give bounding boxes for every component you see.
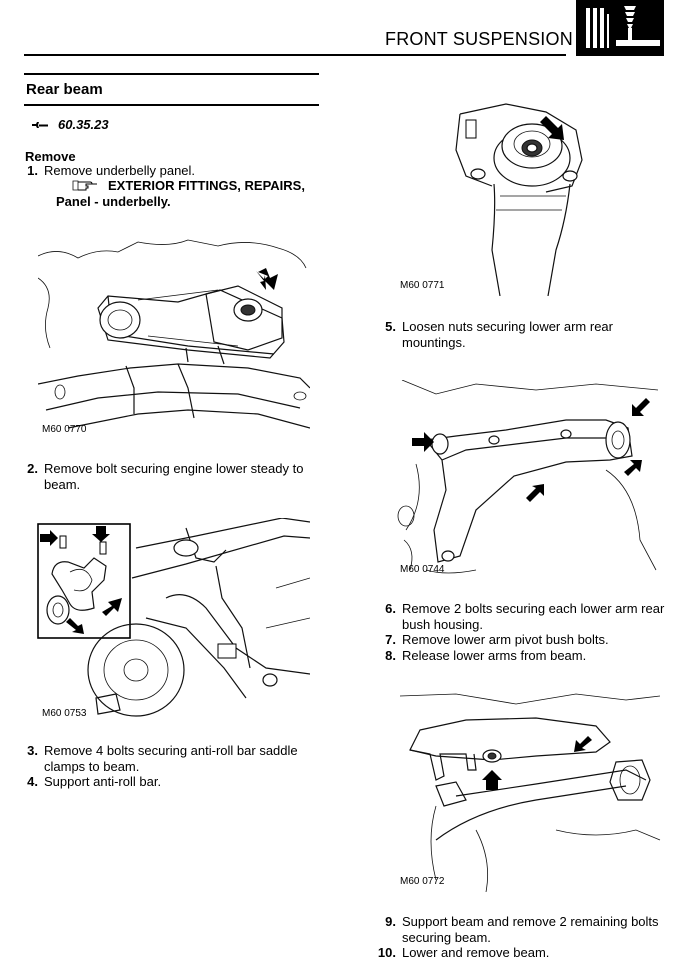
step-text: Support anti-roll bar. xyxy=(44,774,162,789)
step-text: Support beam and remove 2 remaining bolt… xyxy=(402,914,659,929)
header-rule xyxy=(24,54,566,56)
page-header-title: FRONT SUSPENSION xyxy=(385,29,573,49)
step-number: 4. xyxy=(27,774,38,789)
step-number: 8. xyxy=(385,648,396,663)
step-text: Remove bolt securing engine lower steady… xyxy=(44,461,304,476)
cross-reference-link-cont[interactable]: Panel - underbelly. xyxy=(56,194,171,209)
section-title: Rear beam xyxy=(26,81,103,98)
spanner-icon xyxy=(31,118,49,128)
step-number: 1. xyxy=(27,163,38,178)
step-text: Lower and remove beam. xyxy=(402,945,550,960)
section-rule-bottom xyxy=(24,104,319,106)
pointing-hand-icon xyxy=(72,179,98,192)
step-number: 6. xyxy=(385,601,396,616)
figure-anti-roll-bar-illustration: M60 0753 xyxy=(36,517,311,724)
step-number: 5. xyxy=(385,319,396,334)
figure-label: M60 0772 xyxy=(400,876,445,887)
step-text: Remove lower arm pivot bush bolts. xyxy=(402,632,609,647)
step-text: bush housing. xyxy=(402,617,483,632)
figure-lower-arm-illustration: M60 0744 xyxy=(396,379,664,580)
operation-code: 60.35.23 xyxy=(58,117,109,132)
step-number: 3. xyxy=(27,743,38,758)
step-text: clamps to beam. xyxy=(44,759,140,774)
figure-engine-steady-illustration: M60 0770 xyxy=(37,238,311,438)
step-text: Remove 4 bolts securing anti-roll bar sa… xyxy=(44,743,298,758)
figure-beam-bolts-illustration: M60 0772 xyxy=(396,690,664,893)
suspension-section-icon xyxy=(576,0,664,56)
figure-label: M60 0753 xyxy=(42,708,87,719)
step-text: beam. xyxy=(44,477,81,492)
remove-heading: Remove xyxy=(25,149,76,164)
step-text: Release lower arms from beam. xyxy=(402,648,587,663)
step-number: 2. xyxy=(27,461,38,476)
step-number: 10. xyxy=(377,945,396,960)
step-number: 9. xyxy=(385,914,396,929)
figure-label: M60 0744 xyxy=(400,564,445,575)
figure-label: M60 0770 xyxy=(42,424,87,435)
step-text: Loosen nuts securing lower arm rear xyxy=(402,319,613,334)
step-number: 7. xyxy=(385,632,396,647)
figure-mounting-illustration: M60 0771 xyxy=(396,100,592,297)
cross-reference-link[interactable]: EXTERIOR FITTINGS, REPAIRS, xyxy=(108,178,305,193)
step-text: Remove 2 bolts securing each lower arm r… xyxy=(402,601,665,616)
figure-label: M60 0771 xyxy=(400,280,445,291)
section-rule-top xyxy=(24,73,319,75)
step-text: Remove underbelly panel. xyxy=(44,163,196,178)
step-text: mountings. xyxy=(402,335,466,350)
step-text: securing beam. xyxy=(402,930,491,945)
